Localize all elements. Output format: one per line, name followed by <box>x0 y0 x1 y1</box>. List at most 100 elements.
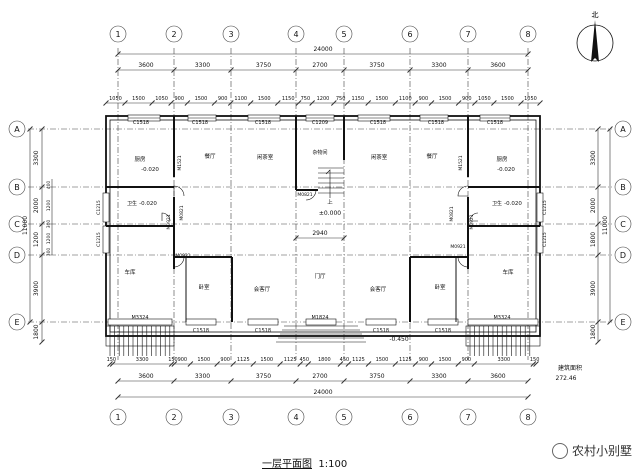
dim-tick <box>297 361 304 367</box>
dim-tick <box>412 361 419 367</box>
dim-tick <box>537 100 543 106</box>
grid-label: 3 <box>228 413 233 422</box>
dim-tick <box>595 319 601 325</box>
label: 150 <box>107 357 117 363</box>
label: 1500 <box>260 357 273 363</box>
window-label: C1215 <box>542 232 548 247</box>
grid-label: 1 <box>115 30 120 39</box>
dim-tick <box>39 252 45 258</box>
label: 3750 <box>369 373 384 380</box>
label: 闲茶室 <box>257 153 274 161</box>
dim-tick <box>39 126 45 132</box>
dim-tick <box>171 378 177 384</box>
dim-tick <box>115 394 121 400</box>
label: 1200 <box>33 232 40 247</box>
dim-tick <box>392 100 399 106</box>
label: -0.020 <box>504 201 522 207</box>
dim-tick <box>39 184 45 190</box>
grid-label: 2 <box>171 30 176 39</box>
area-value: 272.46 <box>556 375 577 382</box>
dim-tick <box>595 126 601 132</box>
window-bottom <box>427 318 459 326</box>
grid-bubble <box>459 25 477 43</box>
dim-tick <box>27 126 33 132</box>
label: 1200 <box>46 233 52 245</box>
dim-tick <box>595 252 601 258</box>
label: 1500 <box>258 96 271 102</box>
dim-tick <box>491 100 497 106</box>
window-label: C1518 <box>435 328 451 334</box>
grid-bubble <box>8 120 26 138</box>
label: 1500 <box>439 357 452 363</box>
label: 1500 <box>197 357 210 363</box>
label: 150 <box>168 357 178 363</box>
dim-tick <box>595 339 601 345</box>
label: 厨房 <box>134 155 146 163</box>
grid-bubble <box>287 408 305 426</box>
label: 300 <box>46 220 52 229</box>
label: 3750 <box>256 62 271 69</box>
window-label: C1518 <box>370 120 386 126</box>
dim-tick <box>533 361 539 367</box>
dim-tick <box>214 361 221 367</box>
dim-tick <box>277 361 283 367</box>
label: 餐厅 <box>426 152 438 160</box>
dim-tick <box>518 100 524 106</box>
label: M1521 <box>458 155 464 170</box>
label: 卫生 <box>492 200 502 207</box>
label: 会客厅 <box>254 285 271 293</box>
grid-bubble <box>614 215 632 233</box>
label: 1050 <box>155 96 168 102</box>
label: M1521 <box>177 155 183 170</box>
label: 1500 <box>501 96 514 102</box>
dim-tick <box>337 361 344 367</box>
dim-tick <box>341 378 347 384</box>
label: 450 <box>340 357 350 363</box>
dim-tick <box>365 361 372 367</box>
walls <box>102 114 544 356</box>
dim-tick <box>465 378 471 384</box>
window-label: C1215 <box>542 200 548 215</box>
label: 450 <box>299 357 309 363</box>
dim-tick <box>365 100 372 106</box>
label: M0821 <box>297 192 312 198</box>
ramp <box>465 325 541 347</box>
door-swing <box>305 189 317 201</box>
grid-bubble <box>519 408 537 426</box>
label: -0.020 <box>141 167 159 173</box>
grid-label: 4 <box>293 30 298 39</box>
dim-tick <box>525 51 531 57</box>
dim-tick <box>103 100 109 106</box>
window-label: C1518 <box>133 120 149 126</box>
dimension-lines <box>27 51 613 400</box>
label: 2700 <box>312 62 327 69</box>
main-door <box>305 318 337 326</box>
dim-tick <box>344 100 351 106</box>
dim-tick <box>607 319 613 325</box>
dim-tick <box>412 100 419 106</box>
watermark-text: 农村小别墅 <box>571 444 632 458</box>
ramp <box>105 325 175 347</box>
dim-tick <box>341 67 347 73</box>
dim-tick <box>293 235 299 241</box>
label: 上 <box>327 198 333 206</box>
area-label: 建筑面积 <box>558 364 582 372</box>
label: 750 <box>301 96 311 102</box>
grid-bubble <box>109 25 127 43</box>
label: 2700 <box>312 373 327 380</box>
grid-label: E <box>620 318 625 327</box>
grid-label: 4 <box>293 413 298 422</box>
dim-tick <box>39 319 45 325</box>
grid-bubble <box>519 25 537 43</box>
door-swing <box>469 212 479 222</box>
drawing-scale: 1:100 <box>318 459 348 470</box>
label: 1150 <box>282 96 295 102</box>
window-label: C1518 <box>428 120 444 126</box>
label: 750 <box>336 96 346 102</box>
label: 3300 <box>33 150 40 165</box>
dim-tick <box>115 51 121 57</box>
label: 150 <box>530 357 540 363</box>
grid-bubble <box>459 408 477 426</box>
north-arrow: 北 <box>576 11 614 62</box>
